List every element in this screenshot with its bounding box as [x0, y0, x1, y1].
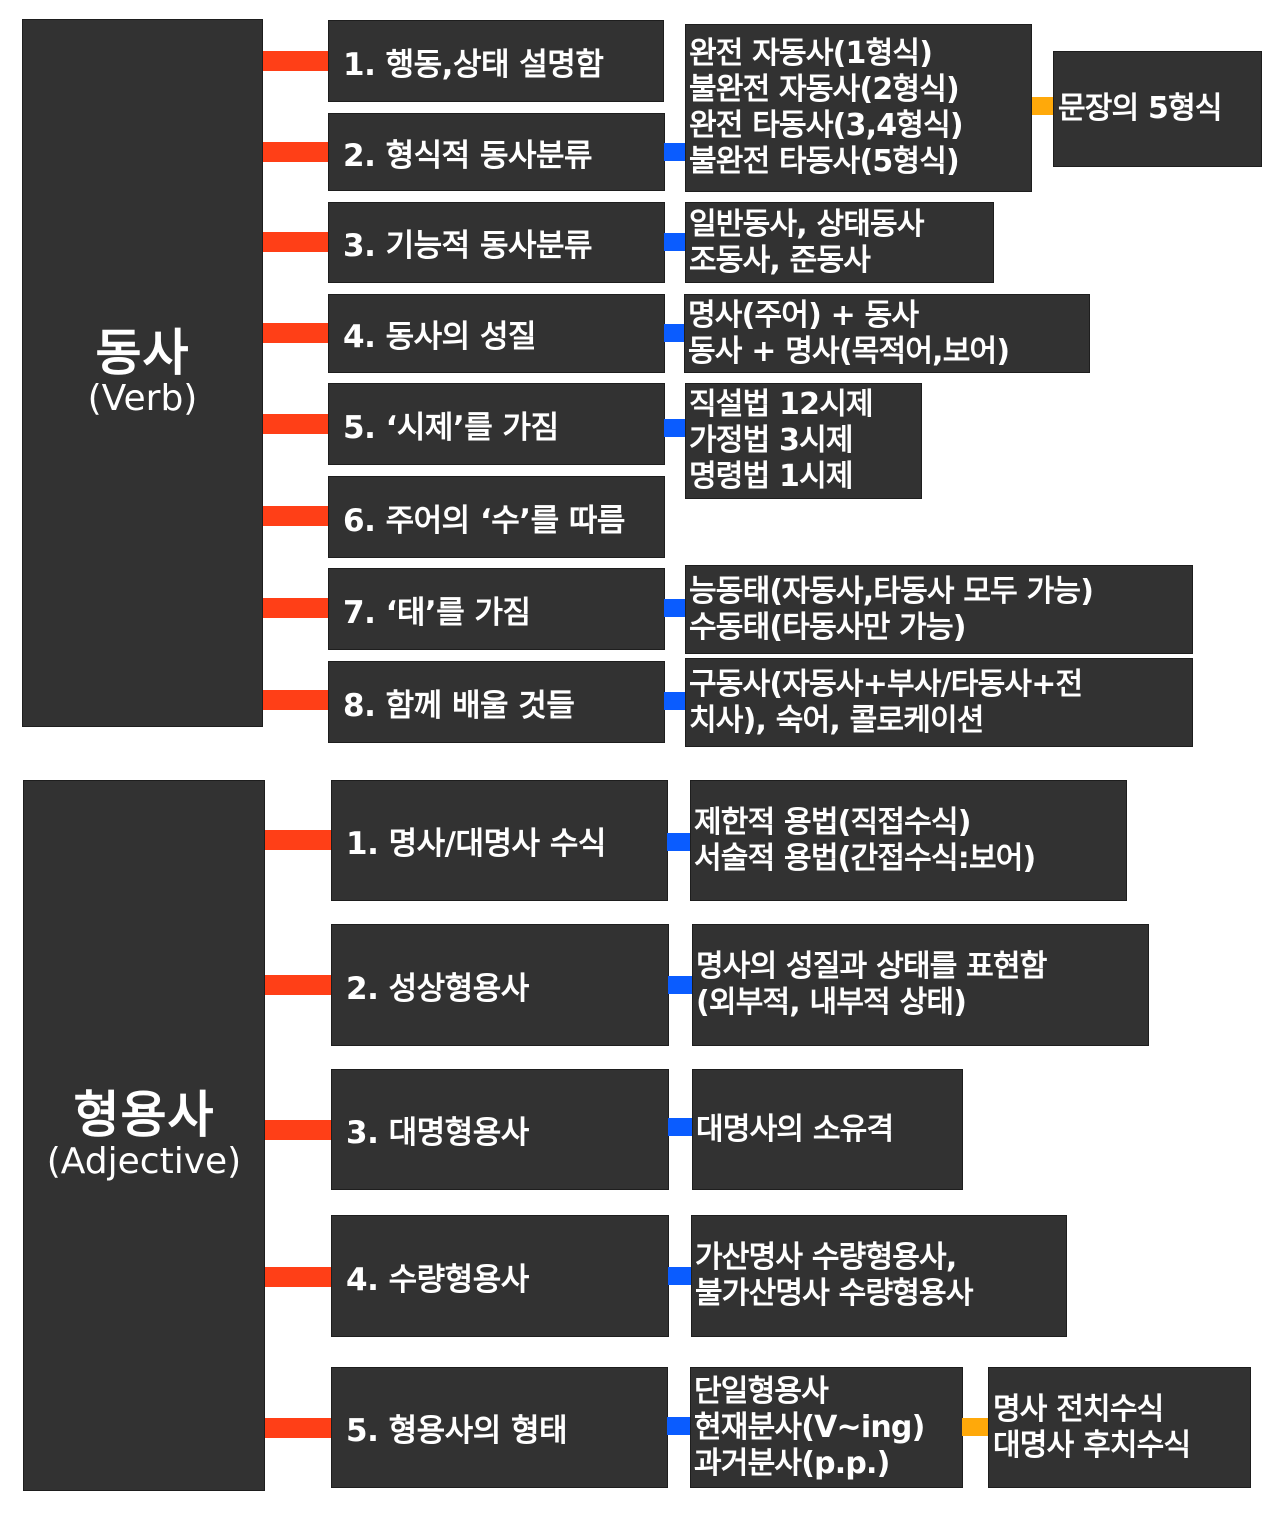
extra-line: 문장의 5형식 [1058, 91, 1223, 126]
detail-line: 치사), 숙어, 콜로케이션 [689, 702, 984, 738]
detail-line: 현재분사(V~ing) [694, 1409, 925, 1445]
verb-item-7-label: 7. ‘태’를 가짐 [343, 594, 531, 631]
adjective-detail-connector-1 [667, 833, 691, 851]
verb-item-7-details: 능동태(자동사,타동사 모두 가능) 수동태(타동사만 가능) [685, 565, 1193, 654]
verb-item-1-label: 1. 행동,상태 설명함 [343, 46, 604, 83]
extra-line: 대명사 후치수식 [993, 1427, 1191, 1463]
adjective-detail-connector-2 [668, 976, 692, 994]
adjective-item-5: 5. 형용사의 형태 [331, 1367, 668, 1488]
adjective-item-2-details: 명사의 성질과 상태를 표현함 (외부적, 내부적 상태) [692, 924, 1149, 1046]
detail-line: 불가산명사 수량형용사 [695, 1276, 973, 1311]
adjective-connector-1 [265, 830, 332, 850]
detail-line: 제한적 용법(직접수식) [694, 804, 971, 840]
adjective-item-2-label: 2. 성상형용사 [346, 970, 529, 1007]
verb-connector-5 [263, 414, 330, 434]
adjective-extra-connector-5 [962, 1418, 989, 1436]
verb-item-6-label: 6. 주어의 ‘수’를 따름 [343, 502, 625, 539]
detail-line: 능동태(자동사,타동사 모두 가능) [689, 573, 1094, 609]
verb-detail-connector-8 [664, 692, 686, 710]
verb-item-8-label: 8. 함께 배울 것들 [343, 687, 575, 724]
detail-line: 가정법 3시제 [689, 423, 854, 458]
adjective-item-4-label: 4. 수량형용사 [346, 1261, 529, 1298]
verb-item-4: 4. 동사의 성질 [328, 294, 665, 373]
adjective-detail-connector-3 [668, 1118, 692, 1136]
verb-item-1: 1. 행동,상태 설명함 [328, 20, 664, 102]
adjective-item-1-label: 1. 명사/대명사 수식 [346, 826, 606, 862]
verb-item-2-extra: 문장의 5형식 [1053, 51, 1262, 167]
adjective-connector-5 [265, 1418, 332, 1438]
detail-line: 명사의 성질과 상태를 표현함 [696, 949, 1047, 984]
verb-connector-2 [263, 142, 330, 162]
detail-line: 완전 자동사(1형식) [689, 36, 933, 71]
detail-line: 불완전 타동사(5형식) [689, 144, 960, 179]
verb-item-8: 8. 함께 배울 것들 [328, 661, 665, 743]
adjective-item-3-label: 3. 대명형용사 [346, 1115, 529, 1151]
verb-item-2-details: 완전 자동사(1형식) 불완전 자동사(2형식) 완전 타동사(3,4형식) 불… [685, 24, 1032, 192]
detail-line: (외부적, 내부적 상태) [696, 985, 967, 1020]
detail-line: 가산명사 수량형용사, [695, 1240, 957, 1275]
adjective-title: 형용사 [73, 1086, 215, 1145]
verb-item-3-label: 3. 기능적 동사분류 [343, 228, 593, 264]
adjective-detail-connector-5 [667, 1417, 691, 1435]
verb-item-2-label: 2. 형식적 동사분류 [343, 137, 593, 174]
verb-title: 동사 [95, 323, 190, 382]
verb-connector-4 [263, 323, 330, 343]
adjective-item-1-details: 제한적 용법(직접수식) 서술적 용법(간접수식:보어) [690, 780, 1127, 901]
adjective-connector-4 [265, 1267, 332, 1287]
verb-connector-3 [263, 232, 330, 252]
verb-item-3: 3. 기능적 동사분류 [328, 202, 665, 283]
adjective-item-5-extra: 명사 전치수식 대명사 후치수식 [988, 1367, 1251, 1488]
verb-title-english: (Verb) [87, 378, 198, 420]
adjective-item-5-details: 단일형용사 현재분사(V~ing) 과거분사(p.p.) [690, 1367, 963, 1488]
adjective-title-english: (Adjective) [46, 1140, 242, 1182]
detail-line: 단일형용사 [694, 1373, 829, 1409]
verb-item-2: 2. 형식적 동사분류 [328, 113, 665, 191]
detail-line: 구동사(자동사+부사/타동사+전 [689, 666, 1083, 702]
verb-connector-1 [263, 51, 330, 71]
verb-detail-connector-3 [664, 233, 686, 251]
adjective-detail-connector-4 [668, 1267, 692, 1285]
adjective-item-4: 4. 수량형용사 [331, 1215, 669, 1337]
adjective-connector-2 [265, 975, 332, 995]
verb-connector-8 [263, 690, 330, 710]
verb-item-4-label: 4. 동사의 성질 [343, 319, 537, 355]
detail-line: 일반동사, 상태동사 [689, 206, 924, 242]
verb-item-6: 6. 주어의 ‘수’를 따름 [328, 476, 665, 558]
detail-line: 조동사, 준동사 [689, 242, 871, 278]
verb-item-3-details: 일반동사, 상태동사 조동사, 준동사 [685, 202, 994, 283]
verb-item-8-details: 구동사(자동사+부사/타동사+전 치사), 숙어, 콜로케이션 [685, 658, 1193, 747]
verb-detail-connector-5 [664, 419, 686, 437]
verb-connector-6 [263, 506, 330, 526]
verb-item-5: 5. ‘시제’를 가짐 [328, 383, 665, 465]
verb-detail-connector-4 [664, 324, 686, 342]
detail-line: 불완전 자동사(2형식) [689, 72, 960, 107]
adjective-item-5-label: 5. 형용사의 형태 [346, 1413, 568, 1449]
adjective-item-3-details: 대명사의 소유격 [692, 1069, 963, 1190]
verb-item-4-details: 명사(주어) + 동사 동사 + 명사(목적어,보어) [684, 294, 1090, 373]
verb-extra-connector-2 [1032, 97, 1054, 115]
adjective-item-1: 1. 명사/대명사 수식 [331, 780, 668, 901]
verb-detail-connector-7 [664, 599, 686, 617]
verb-item-7: 7. ‘태’를 가짐 [328, 568, 665, 650]
detail-line: 직설법 12시제 [689, 387, 874, 422]
detail-line: 서술적 용법(간접수식:보어) [694, 840, 1036, 876]
verb-item-5-details: 직설법 12시제 가정법 3시제 명령법 1시제 [685, 383, 922, 499]
adjective-item-4-details: 가산명사 수량형용사, 불가산명사 수량형용사 [691, 1215, 1067, 1337]
detail-line: 대명사의 소유격 [696, 1111, 894, 1147]
detail-line: 완전 타동사(3,4형식) [689, 108, 964, 143]
detail-line: 명령법 1시제 [689, 459, 854, 494]
adjective-connector-3 [265, 1120, 332, 1140]
extra-line: 명사 전치수식 [993, 1391, 1164, 1427]
detail-line: 명사(주어) + 동사 [688, 297, 919, 333]
adjective-item-2: 2. 성상형용사 [331, 924, 669, 1046]
adjective-root-box: 형용사 (Adjective) [23, 780, 265, 1491]
detail-line: 동사 + 명사(목적어,보어) [688, 333, 1010, 369]
verb-item-5-label: 5. ‘시제’를 가짐 [343, 409, 559, 446]
verb-connector-7 [263, 598, 330, 618]
verb-root-box: 동사 (Verb) [22, 19, 263, 727]
detail-line: 과거분사(p.p.) [694, 1445, 890, 1481]
adjective-item-3: 3. 대명형용사 [331, 1069, 669, 1190]
detail-line: 수동태(타동사만 가능) [689, 609, 966, 645]
verb-detail-connector-2 [664, 143, 686, 161]
